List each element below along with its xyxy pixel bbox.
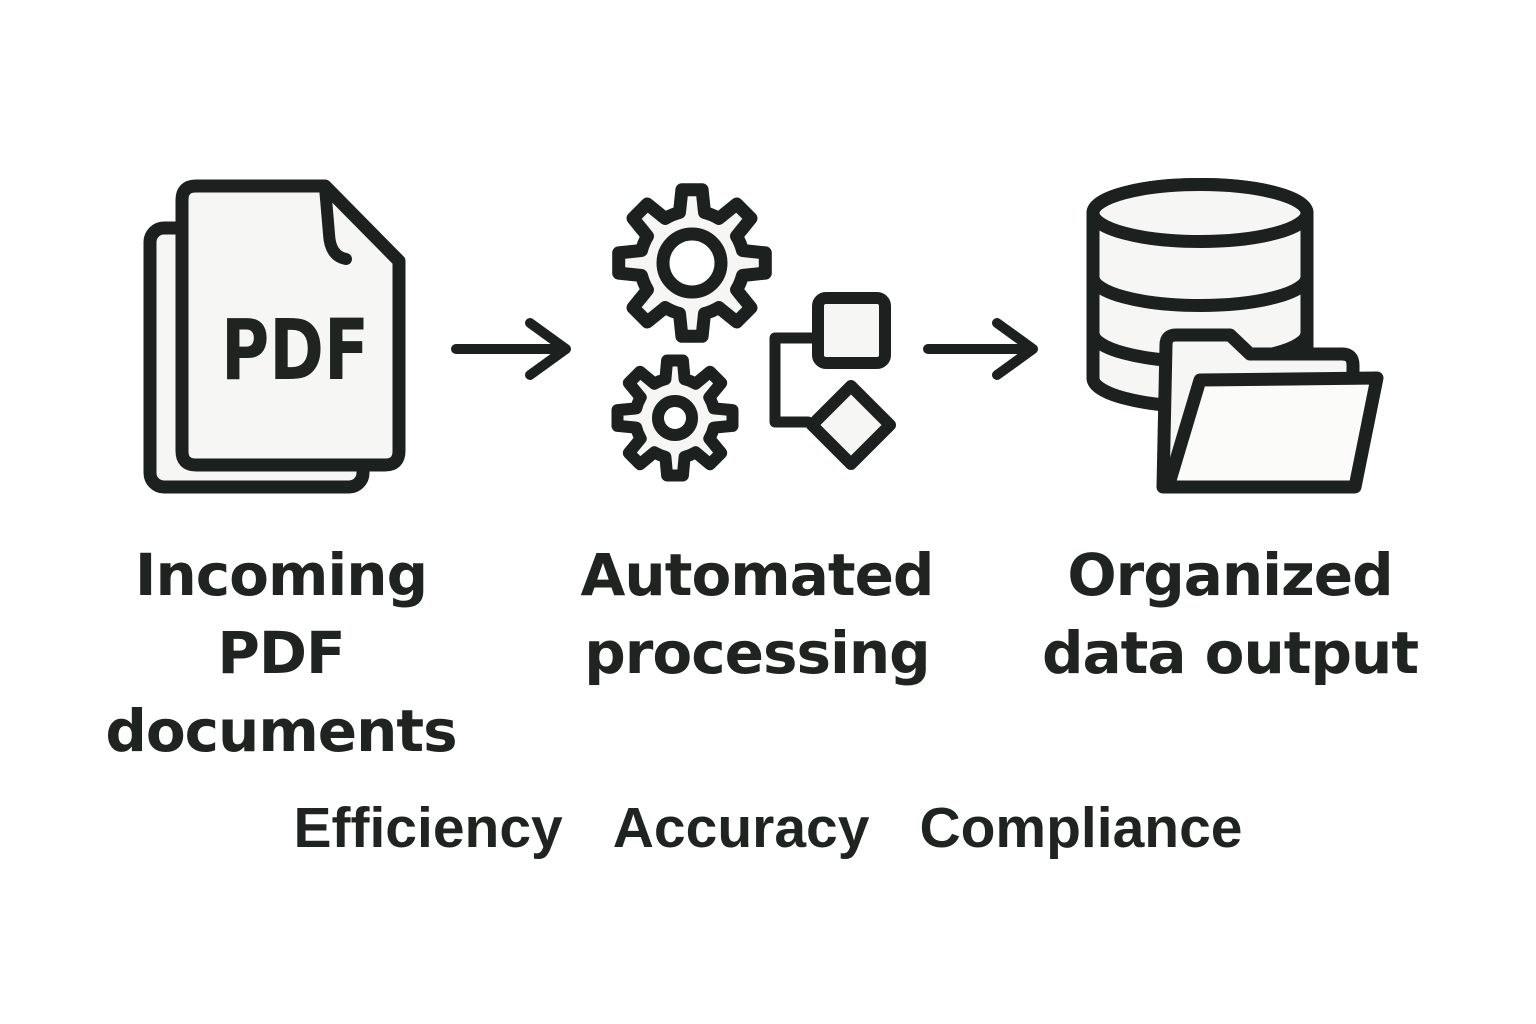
step-label-line: processing — [584, 619, 930, 687]
gear-small-hub — [652, 395, 698, 441]
flowchart-diamond-node — [806, 380, 896, 470]
arrow-shaft-and-head — [923, 318, 1038, 380]
step-label-line: Incoming — [134, 541, 428, 609]
footer-keyword: Efficiency — [293, 796, 563, 860]
step-label-line: PDF — [217, 619, 345, 687]
footer-keyword: Compliance — [919, 796, 1243, 860]
step-label-organized-data-output: Organized data output — [1030, 536, 1430, 692]
arrow-right-icon — [923, 318, 1038, 380]
database-band-1 — [1086, 270, 1314, 312]
folder-front-flap — [1161, 371, 1384, 494]
gears-flowchart-icon — [611, 183, 896, 482]
arrow-right-icon — [451, 318, 571, 380]
pdf-documents-icon: PDF — [143, 179, 406, 494]
step-label-automated-processing: Automated processing — [557, 536, 957, 692]
step-label-line: Organized — [1067, 541, 1393, 609]
footer-keyword: Accuracy — [612, 796, 870, 860]
pdf-file-type-text: PDF — [221, 301, 369, 399]
gear-large-hub — [656, 227, 728, 299]
flowchart-square-node — [812, 292, 891, 369]
step-label-line: documents — [105, 697, 457, 765]
database-folder-icon — [1086, 178, 1384, 494]
footer-keywords: Efficiency Accuracy Compliance — [0, 798, 1536, 858]
step-label-line: Automated — [580, 541, 935, 609]
step-label-line: data output — [1041, 619, 1419, 687]
arrow-shaft-and-head — [451, 318, 571, 380]
flowchart-connector — [769, 332, 824, 428]
step-label-incoming-pdf-documents: Incoming PDF documents — [81, 536, 481, 770]
pdf-folded-corner — [319, 181, 352, 265]
database-cylinder-top — [1086, 178, 1314, 248]
